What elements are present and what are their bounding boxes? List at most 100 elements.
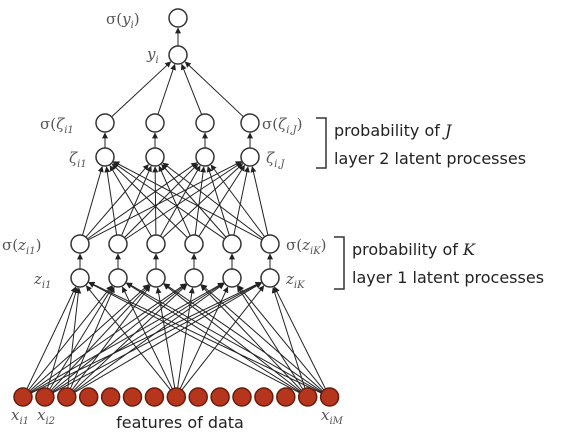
input-label-first: xi1 <box>11 406 29 427</box>
edge-layer1-to-layer2 <box>161 164 227 238</box>
edge-input-to-layer1 <box>71 285 151 391</box>
input-node <box>254 387 274 407</box>
edge-input-to-layer1 <box>73 283 225 393</box>
input-node <box>122 387 143 407</box>
edge-input-to-layer1 <box>52 282 262 394</box>
edge-layer1-to-layer2 <box>109 165 152 237</box>
edge-layer1-to-layer2 <box>111 163 188 239</box>
input-label-second: xi2 <box>37 406 55 427</box>
nodes-group <box>13 8 340 407</box>
input-node <box>166 387 187 407</box>
edge-input-to-layer1 <box>181 285 265 391</box>
layer2-zeta-right-label: ζi,J <box>266 149 286 170</box>
layer1-z-node <box>222 268 242 288</box>
layer1-z-node <box>146 268 166 288</box>
edge-input-to-layer1 <box>29 284 149 392</box>
input-node <box>57 387 77 407</box>
output-y-label: yi <box>146 45 159 66</box>
edge-input-to-layer1 <box>271 286 306 389</box>
edge-input-to-layer1 <box>51 283 187 392</box>
edge-layer1-to-layer2 <box>198 164 246 237</box>
layer1-bracket <box>334 236 345 290</box>
layer1-z-right-label: ziK <box>285 270 305 291</box>
edge-layer1-to-layer2 <box>113 161 263 241</box>
edge-layer1-to-layer2 <box>159 165 201 237</box>
layer1-z-node <box>184 268 204 288</box>
layer2-sigma-node <box>195 113 215 133</box>
inputs-caption: features of data <box>116 413 244 432</box>
edge-layer1-to-layer2 <box>125 162 243 240</box>
edge-layer1-to-layer2 <box>162 162 264 239</box>
input-node <box>319 387 340 407</box>
layer2-sigma-node <box>95 113 115 133</box>
edge-input-to-layer1 <box>88 281 322 394</box>
layer2-bracket <box>316 117 327 169</box>
edge-input-to-layer1 <box>88 282 300 394</box>
output-sigma-node <box>168 8 188 28</box>
layer1-z-node <box>108 268 128 288</box>
edge-layer1-to-layer2 <box>250 166 269 236</box>
input-node <box>100 387 121 407</box>
edge-layer2-to-output <box>180 63 203 115</box>
edge-layer1-to-layer2 <box>104 166 118 236</box>
input-node <box>276 387 296 407</box>
edge-input-to-layer1 <box>46 287 79 389</box>
input-node <box>78 387 99 407</box>
edge-layer1-to-layer2 <box>152 166 159 236</box>
layer2-zeta-node <box>240 147 260 167</box>
output-y-node <box>168 45 188 65</box>
layer1-z-node <box>70 268 90 288</box>
edge-input-to-layer1 <box>26 286 77 390</box>
edge-layer2-to-output <box>111 61 172 118</box>
edge-layer1-to-layer2 <box>85 164 149 238</box>
input-node <box>144 387 165 407</box>
layer1-bracket-text-line2: layer 1 latent processes <box>352 268 544 287</box>
input-label-last: xiM <box>321 406 344 427</box>
edge-input-to-layer1 <box>125 282 301 393</box>
input-node <box>13 387 33 407</box>
edge-input-to-layer1 <box>177 287 195 389</box>
layer1-sigma-node <box>260 234 280 254</box>
edge-layer1-to-layer2 <box>206 165 230 236</box>
layer1-sigma-node <box>70 234 90 254</box>
edge-input-to-layer1 <box>163 283 301 392</box>
layer2-sigma-node <box>145 113 165 133</box>
edge-layer1-to-layer2 <box>121 165 152 236</box>
layer2-sigma-left-label: σ(ζi1 <box>40 115 74 136</box>
layer1-sigma-node <box>222 234 242 254</box>
input-node <box>188 387 208 407</box>
layer1-z-node <box>260 268 280 288</box>
edge-layer1-to-layer2 <box>112 162 225 240</box>
edge-input-to-layer1 <box>155 287 176 389</box>
edge-input-to-layer1 <box>69 286 115 389</box>
edge-input-to-layer1 <box>179 286 229 390</box>
input-node <box>35 387 55 407</box>
edge-input-to-layer1 <box>73 284 188 392</box>
layer1-sigma-node <box>108 234 128 254</box>
edge-layer1-to-layer2 <box>210 164 266 238</box>
layer2-zeta-node <box>145 147 165 167</box>
edge-input-to-layer1 <box>200 284 302 391</box>
layer2-sigma-node <box>240 113 260 133</box>
edge-input-to-layer1 <box>67 287 82 389</box>
edge-layer1-to-layer2 <box>158 165 191 236</box>
edge-input-to-layer1 <box>236 285 304 390</box>
layer2-sigma-right-label: σ(ζi,J) <box>262 115 302 136</box>
layer2-zeta-node <box>95 147 115 167</box>
edge-input-to-layer1 <box>49 286 114 390</box>
edge-input-to-layer1 <box>163 283 323 393</box>
layer1-sigma-right-label: σ(ziK) <box>286 236 327 257</box>
edges-group <box>26 27 327 394</box>
edge-input-to-layer1 <box>74 282 262 393</box>
layer1-sigma-left-label: σ(zi1) <box>2 236 41 257</box>
layer1-sigma-node <box>146 234 166 254</box>
layer2-zeta-node <box>195 147 215 167</box>
layer1-z-left-label: zi1 <box>33 270 51 291</box>
layer1-sigma-node <box>184 234 204 254</box>
layer2-bracket-text-line2: layer 2 latent processes <box>334 149 526 168</box>
edge-input-to-layer1 <box>28 285 113 391</box>
edge-input-to-layer1 <box>30 281 262 394</box>
input-node <box>210 387 230 407</box>
edge-layer1-to-layer2 <box>233 166 250 236</box>
